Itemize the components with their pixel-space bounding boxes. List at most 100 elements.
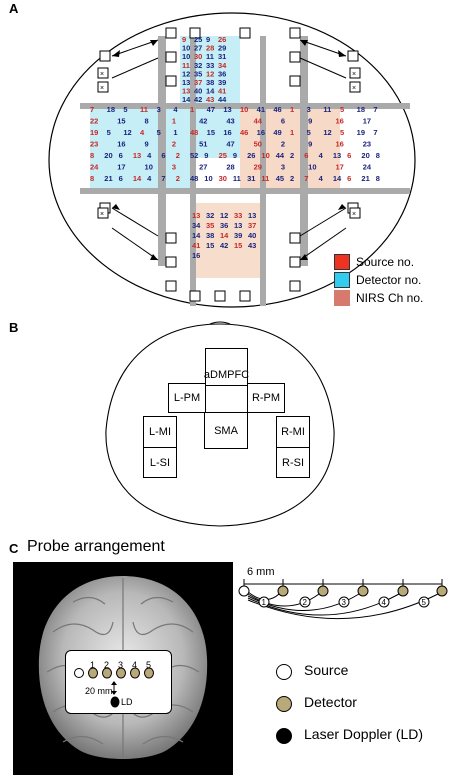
row3-label-0: 19 xyxy=(90,128,98,137)
row3-label-9: 46 xyxy=(240,128,248,137)
arrows-a xyxy=(111,39,347,261)
channel-swatch xyxy=(334,290,350,306)
row7-label-15: 7 xyxy=(304,174,308,183)
probe-det-num-2: 2 xyxy=(104,660,110,670)
row6-label-10: 24 xyxy=(363,163,372,172)
lower-col-label-9: 37 xyxy=(248,221,256,230)
upper-col-label-9: 30 xyxy=(194,52,202,61)
detector-marker xyxy=(276,696,292,712)
region-rpm: R-PM xyxy=(247,383,285,413)
lower-col-label-18: 15 xyxy=(234,241,242,250)
lower-col-label-6: 35 xyxy=(206,221,214,230)
row6-label-6: 29 xyxy=(254,163,262,172)
row5-label-5: 6 xyxy=(161,151,165,160)
panel-a-letter: A xyxy=(9,1,19,16)
upper-col-label-6: 28 xyxy=(206,44,214,53)
side-markers: × × × × × × xyxy=(97,67,361,219)
upper-col-label-4: 10 xyxy=(182,44,190,53)
head-outline-b xyxy=(105,321,335,527)
svg-text:×: × xyxy=(100,71,104,78)
lower-region-fill xyxy=(190,203,262,278)
legend-source-label: Source no. xyxy=(356,255,415,269)
row6-label-0: 24 xyxy=(90,163,99,172)
source-marker xyxy=(276,664,292,680)
row3-label-3: 4 xyxy=(140,128,145,137)
svg-text:5: 5 xyxy=(422,598,427,607)
detector-swatch xyxy=(334,272,350,288)
lower-col-label-17: 42 xyxy=(220,241,228,250)
row5-label-19: 20 xyxy=(361,151,369,160)
region-sma-label: SMA xyxy=(214,424,238,437)
row4-label-1: 16 xyxy=(117,140,125,149)
row2-label-0: 22 xyxy=(90,117,98,126)
row5-label-13: 44 xyxy=(276,151,285,160)
lower-col-label-10: 14 xyxy=(192,231,201,240)
legend-channel-label: NIRS Ch no. xyxy=(356,291,424,305)
lower-col-label-8: 13 xyxy=(234,221,242,230)
row6-label-7: 3 xyxy=(281,163,285,172)
row5-label-15: 6 xyxy=(304,151,308,160)
probe-distance-label: 6 mm xyxy=(247,566,275,578)
row7-label-16: 4 xyxy=(319,174,324,183)
row7-label-10: 11 xyxy=(233,174,241,183)
probe-det-num-3: 3 xyxy=(118,660,124,670)
row7-label-20: 8 xyxy=(376,174,380,183)
row5-label-2: 6 xyxy=(119,151,123,160)
row1-label-5: 4 xyxy=(173,105,178,114)
row1-label-9: 10 xyxy=(240,105,248,114)
legend-detector-label: Detector no. xyxy=(356,273,422,287)
row4-label-6: 50 xyxy=(254,140,262,149)
row1-label-4: 3 xyxy=(157,105,161,114)
row6-label-9: 17 xyxy=(335,163,343,172)
legend-detector-text: Detector xyxy=(304,694,357,710)
row7-label-12: 11 xyxy=(261,174,269,183)
probe-on-brain xyxy=(74,667,154,708)
row1-label-13: 3 xyxy=(307,105,311,114)
row7-label-18: 6 xyxy=(347,174,351,183)
row7-label-9: 30 xyxy=(219,174,227,183)
row6-label-3: 3 xyxy=(172,163,176,172)
row6-label-2: 10 xyxy=(145,163,153,172)
upper-col-label-8: 10 xyxy=(182,52,190,61)
row5-label-7: 52 xyxy=(190,151,198,160)
upper-col-label-16: 12 xyxy=(182,69,190,78)
upper-col-label-12: 11 xyxy=(182,61,190,70)
legend-channel: NIRS Ch no. xyxy=(334,289,423,307)
source-swatch xyxy=(334,254,350,270)
lower-col-label-3: 33 xyxy=(234,211,242,220)
row5-label-1: 20 xyxy=(104,151,112,160)
row3-label-5: 1 xyxy=(173,128,177,137)
upper-col-label-21: 37 xyxy=(194,78,202,87)
upper-col-label-10: 11 xyxy=(206,52,214,61)
upper-col-label-7: 29 xyxy=(218,44,226,53)
row1-label-16: 18 xyxy=(357,105,365,114)
row7-label-3: 14 xyxy=(133,174,142,183)
legend-source: Source no. xyxy=(334,253,423,271)
probe-det-num-5: 5 xyxy=(146,660,152,670)
row7-label-2: 6 xyxy=(119,174,123,183)
row4-label-2: 9 xyxy=(145,140,149,149)
arrowheads-a xyxy=(112,40,346,260)
probe-title: Probe arrangement xyxy=(27,538,165,555)
upper-col-label-26: 14 xyxy=(206,87,215,96)
upper-col-label-15: 34 xyxy=(218,61,227,70)
row4-label-3: 2 xyxy=(172,140,176,149)
region-rpm-label: R-PM xyxy=(251,392,281,404)
row7-label-8: 10 xyxy=(204,174,212,183)
region-lpm: L-PM xyxy=(168,383,206,413)
row3-label-2: 12 xyxy=(123,128,131,137)
lower-col-label-11: 38 xyxy=(206,231,214,240)
svg-text:×: × xyxy=(100,85,104,92)
legend-ld-text: Laser Doppler (LD) xyxy=(304,726,424,742)
row1-label-7: 47 xyxy=(207,105,215,114)
row7-label-11: 31 xyxy=(247,174,255,183)
row6-label-1: 17 xyxy=(117,163,125,172)
row5-label-8: 9 xyxy=(204,151,208,160)
legend-a: Source no. Detector no. NIRS Ch no. xyxy=(334,253,423,307)
upper-col-label-31: 44 xyxy=(218,95,227,104)
upper-col-label-30: 43 xyxy=(206,95,214,104)
row4-label-4: 51 xyxy=(199,140,207,149)
upper-col-label-19: 36 xyxy=(218,69,226,78)
row2-label-9: 16 xyxy=(335,117,343,126)
